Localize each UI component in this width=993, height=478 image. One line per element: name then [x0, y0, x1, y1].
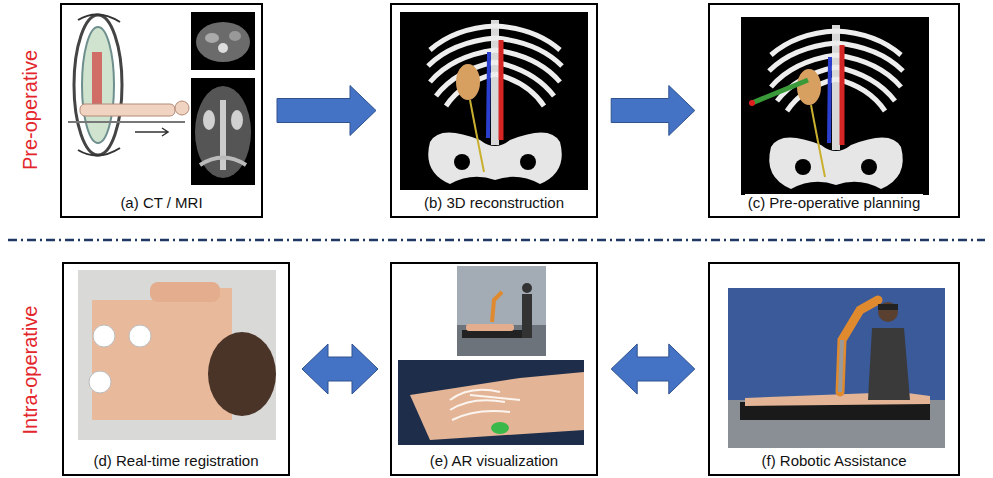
ar-target — [491, 422, 509, 434]
table-motion-arrow — [135, 128, 168, 136]
coronal-kidney — [231, 110, 243, 130]
phase-label: Intra-operative — [19, 306, 41, 435]
manikin-torso — [92, 288, 232, 420]
gantry-inner — [82, 27, 114, 143]
patient-head — [175, 101, 189, 115]
person-head — [878, 302, 898, 322]
marker — [89, 371, 111, 393]
coronal-body — [195, 86, 251, 178]
skeleton-render — [741, 17, 929, 195]
ar-skeleton-overlay — [450, 390, 520, 420]
photo-background — [398, 360, 584, 445]
panel-box: (e) AR visualization — [390, 262, 598, 476]
needle-tip — [749, 100, 755, 106]
photo-background — [728, 288, 945, 448]
panel-caption: (a) CT / MRI — [117, 194, 205, 212]
person-head — [522, 283, 532, 293]
photo-background — [78, 270, 276, 440]
panel-caption: (d) Real-time registration — [90, 452, 261, 470]
axial-spine — [218, 43, 228, 53]
axial-organ — [229, 31, 241, 41]
panel-caption: (c) Pre-operative planning — [745, 194, 924, 212]
panel-box: (c) Pre-operative planning — [708, 3, 960, 218]
phase-label: Pre-operative — [19, 50, 41, 170]
robot-arm — [492, 292, 502, 322]
panel-caption: (e) AR visualization — [427, 452, 561, 470]
marker — [93, 325, 115, 347]
person — [522, 294, 532, 338]
skeleton-render — [400, 12, 588, 190]
rotation-arrow — [78, 148, 120, 156]
coronal-kidney — [203, 110, 215, 130]
axial-slice — [191, 12, 255, 70]
panel-caption: (b) 3D reconstruction — [421, 194, 567, 212]
block-arrow — [611, 86, 695, 136]
axial-body — [196, 22, 250, 62]
panel-box: (a) CT / MRI — [60, 3, 263, 218]
ar-headset — [878, 304, 898, 310]
scanner-table — [68, 121, 185, 123]
table — [462, 330, 522, 338]
gantry-ring — [74, 15, 122, 155]
manikin-arm — [150, 282, 220, 302]
block-arrow — [611, 344, 695, 394]
marker — [129, 325, 151, 347]
manikin-hair — [208, 332, 276, 416]
manikin — [466, 324, 514, 331]
coronal-slice — [191, 78, 255, 185]
axial-organ — [205, 33, 219, 43]
panel-box: (d) Real-time registration — [62, 262, 290, 476]
planned-needle — [752, 80, 808, 103]
patient-body — [80, 104, 175, 116]
panel-caption: (f) Robotic Assistance — [758, 452, 909, 470]
separator-line — [8, 239, 985, 242]
coronal-pelvis — [200, 158, 246, 166]
block-arrow — [302, 344, 378, 394]
photo-floor — [457, 325, 546, 356]
person-body — [868, 328, 910, 400]
panel-box: (f) Robotic Assistance — [708, 262, 960, 476]
photo-background — [457, 266, 546, 356]
block-arrow — [277, 86, 376, 136]
panel-box: (b) 3D reconstruction — [390, 3, 598, 218]
photo-floor — [728, 400, 945, 448]
manikin — [410, 372, 584, 440]
rotation-arrow — [78, 14, 120, 22]
robot-joint — [840, 340, 842, 392]
